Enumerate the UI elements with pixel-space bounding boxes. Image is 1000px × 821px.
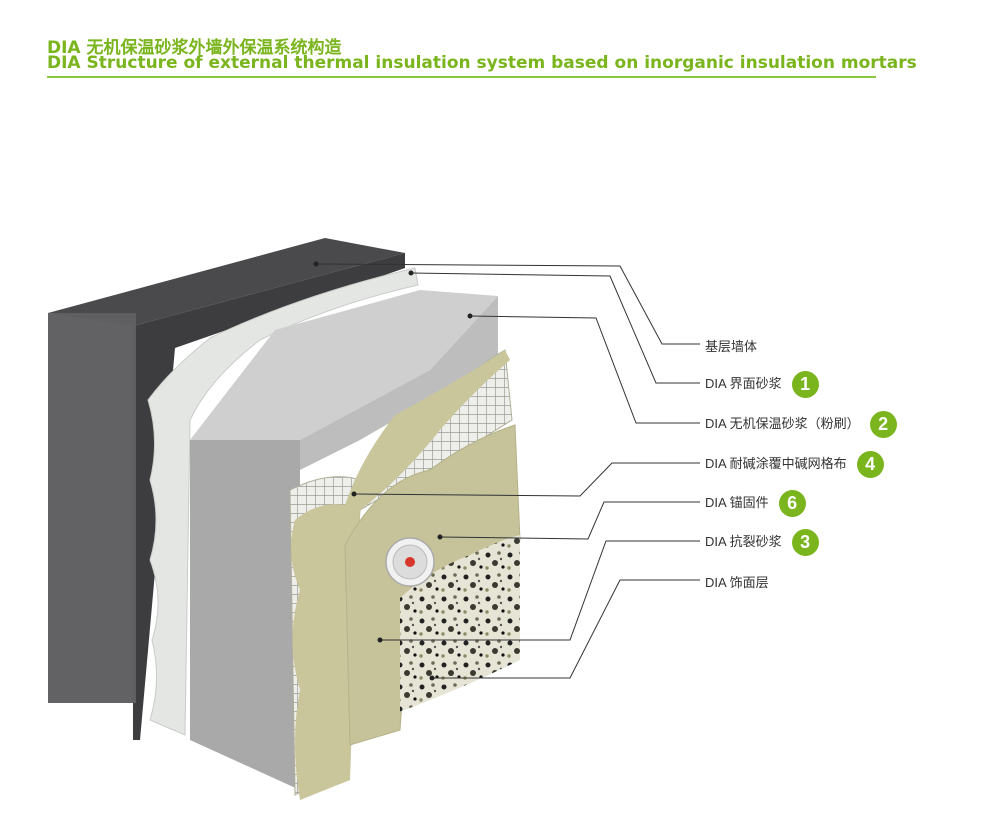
anchor-fixing [385, 537, 435, 587]
number-badge: 2 [869, 411, 897, 438]
number-badge: 1 [791, 371, 819, 398]
label-finish-layer: DIA 饰面层 [705, 575, 769, 590]
interface-mortar-layer [147, 267, 419, 736]
finish-layer [400, 535, 520, 712]
base-wall-layer [48, 238, 405, 740]
insulation-mortar-layer [190, 290, 498, 790]
label-base-wall: 基层墙体 [705, 339, 758, 354]
number-badge: 6 [778, 490, 806, 517]
title-divider [47, 76, 876, 78]
label-insulation-mortar: DIA 无机保温砂浆（粉刷）2 [705, 411, 897, 438]
title-chinese: DIA 无机保温砂浆外墙外保温系统构造 [47, 38, 342, 58]
leader-lines [315, 263, 700, 679]
number-badge: 4 [856, 451, 884, 478]
crack-mortar-layer [291, 350, 521, 800]
title-english: DIA Structure of external thermal insula… [47, 53, 917, 73]
number-badge: 3 [791, 529, 819, 556]
